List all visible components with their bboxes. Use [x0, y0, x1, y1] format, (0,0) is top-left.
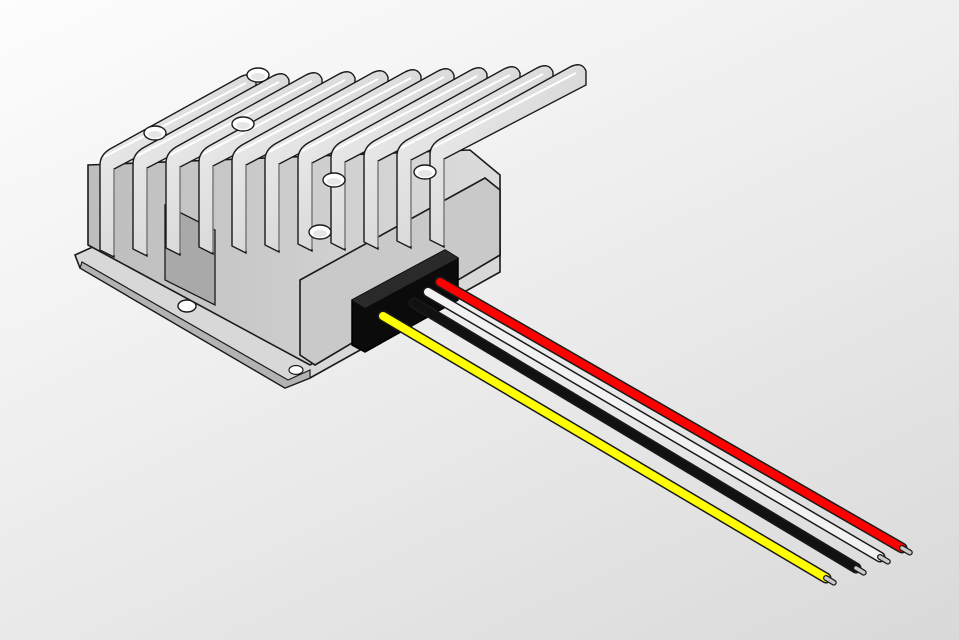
cable-grommet — [351, 249, 459, 353]
red-wire — [434, 276, 913, 556]
heatsink-fin — [330, 67, 488, 252]
screw-head — [246, 67, 270, 83]
screw-head — [413, 164, 437, 180]
heatsink-fin — [231, 70, 389, 255]
heatsink-fin — [363, 66, 521, 251]
wire-bundle — [377, 276, 913, 586]
heatsink-fin — [132, 73, 290, 258]
heatsink-fin — [396, 65, 554, 250]
mounting-hole-front — [177, 299, 197, 313]
heatsink-fin — [264, 69, 422, 254]
heatsink-fin — [297, 68, 455, 253]
heatsink-fins — [99, 64, 587, 259]
white-wire — [422, 286, 891, 565]
screw-head — [231, 116, 255, 132]
screw-head — [322, 172, 346, 188]
black-wire — [408, 297, 867, 576]
mounting-hole-side — [288, 364, 304, 376]
screw-head — [308, 224, 332, 240]
yellow-wire — [377, 310, 837, 586]
screw-head — [143, 125, 167, 141]
heatsink-fin — [429, 64, 587, 249]
housing-screws — [143, 67, 437, 240]
heatsink-fin — [198, 71, 356, 256]
